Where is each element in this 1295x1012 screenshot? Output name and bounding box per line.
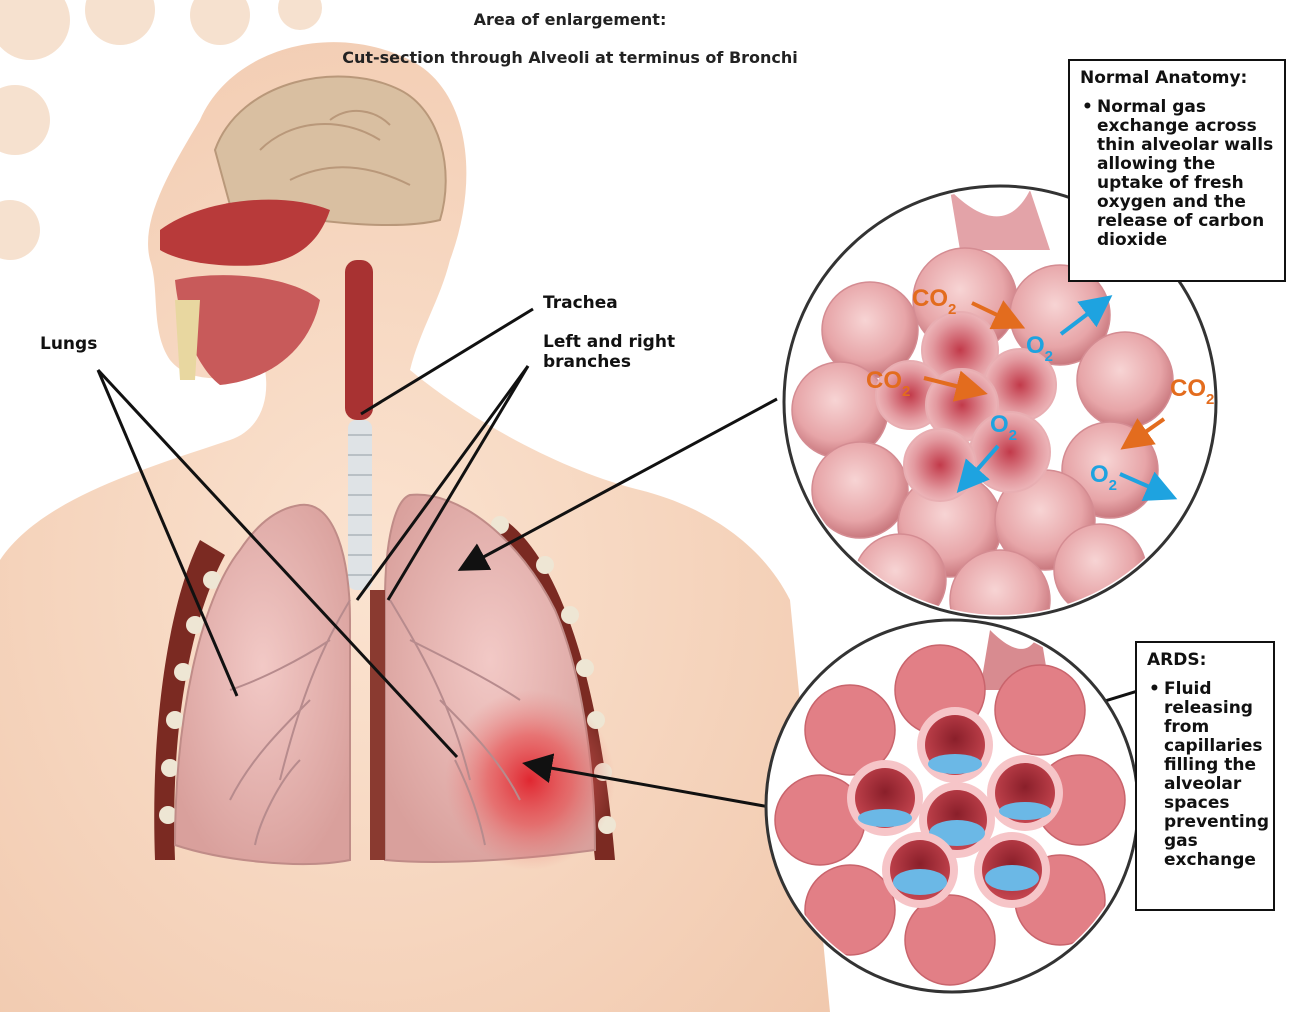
normal-anatomy-box: Normal Anatomy: Normal gas exchange acro… [1068, 59, 1286, 282]
normal-anatomy-title: Normal Anatomy: [1080, 69, 1278, 88]
label-lungs: Lungs [40, 334, 97, 354]
o2-label: O [1026, 332, 1045, 359]
trachea [345, 260, 373, 420]
ards-bullet: Fluid releasing from capillaries filling… [1164, 680, 1267, 870]
co2-label: CO [912, 285, 948, 312]
header-area-of-enlargement: Area of enlargement: [0, 10, 1140, 29]
ards-alveoli-zoom [766, 620, 1138, 992]
ards-box: ARDS: Fluid releasing from capillaries f… [1135, 641, 1275, 911]
normal-anatomy-bullet: Normal gas exchange across thin alveolar… [1097, 98, 1278, 250]
label-left-right-branches: Left and right branches [543, 332, 703, 372]
label-trachea: Trachea [543, 293, 618, 313]
inflamed-region [445, 690, 615, 870]
header-cut-section: Cut-section through Alveoli at terminus … [0, 48, 1140, 67]
ards-title: ARDS: [1147, 651, 1267, 670]
